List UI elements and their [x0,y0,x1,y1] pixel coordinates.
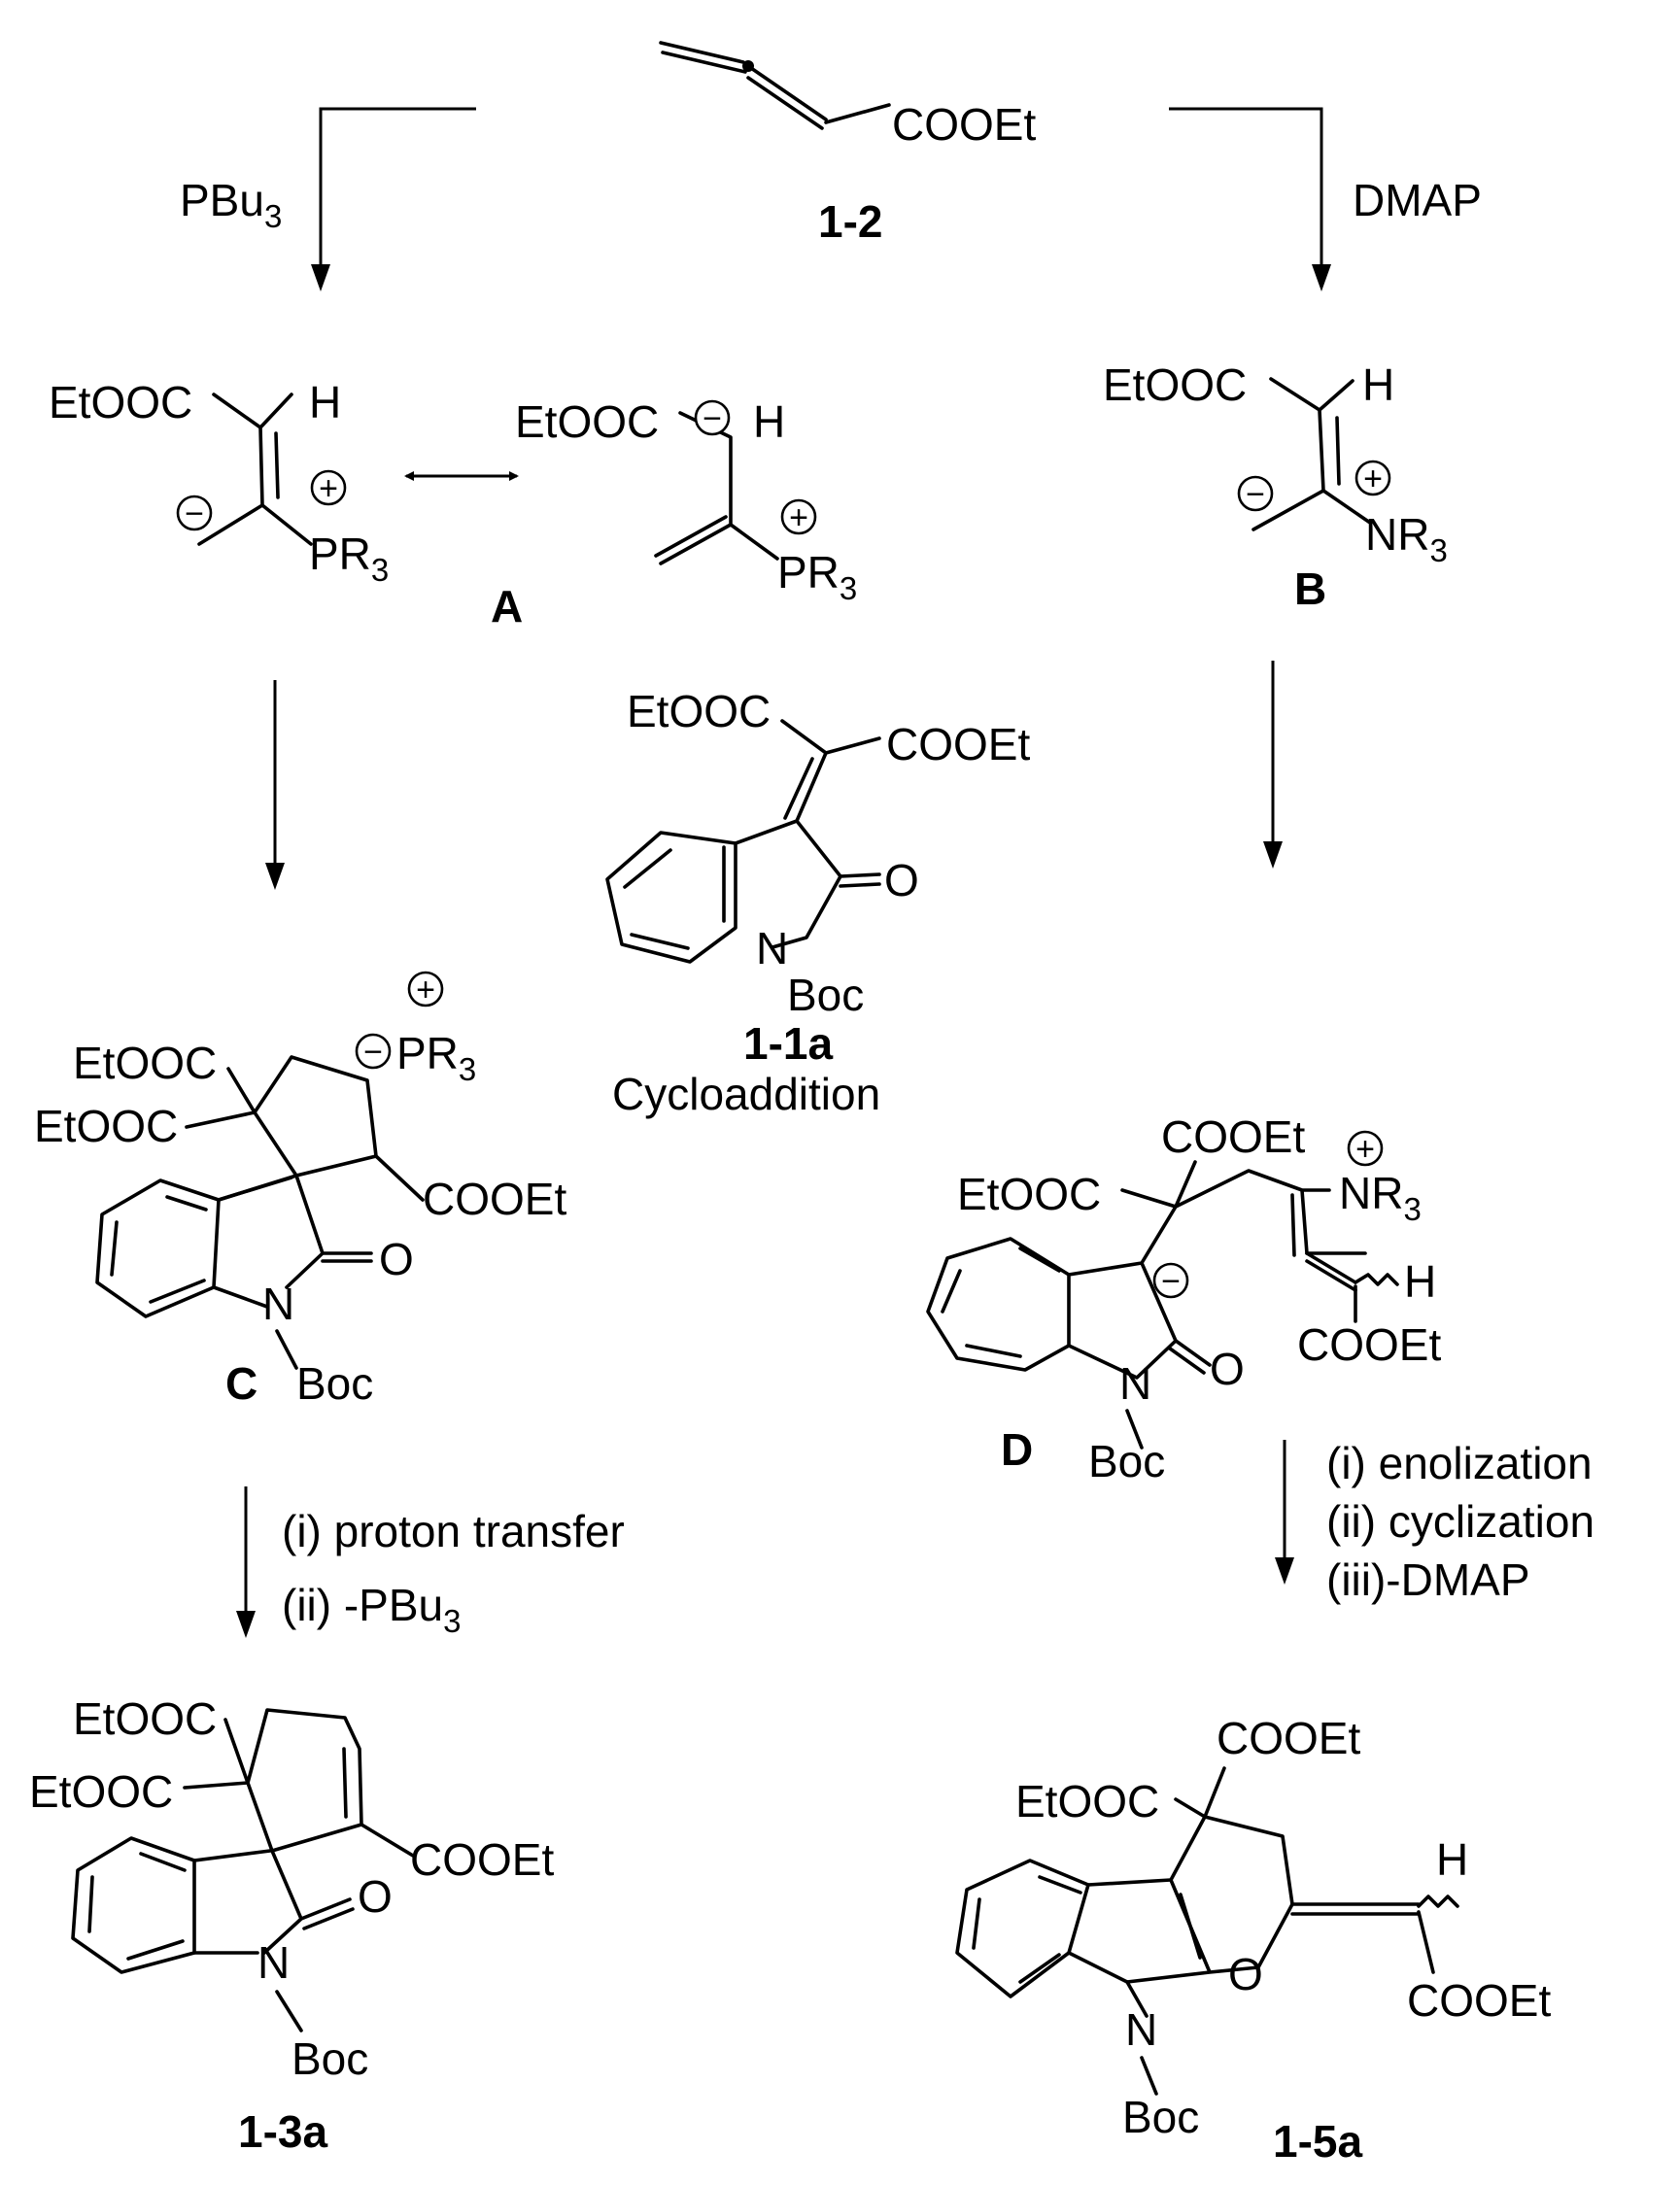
svg-text:O: O [358,1871,393,1922]
svg-text:COOEt: COOEt [410,1834,554,1885]
svg-text:Boc: Boc [787,970,864,1020]
product-1-3a-label: 1-3a [238,2106,327,2157]
svg-text:Boc: Boc [1122,2092,1199,2142]
right-reagent-arrow: DMAP [1169,107,1482,291]
svg-text:+: + [789,499,808,536]
svg-text:EtOOC: EtOOC [29,1766,173,1817]
svg-text:−: − [703,400,722,437]
svg-text:EtOOC: EtOOC [1103,359,1247,410]
svg-text:−: − [1161,1263,1181,1300]
svg-text:N: N [257,1937,290,1988]
svg-text:O: O [884,855,919,905]
product-1-5a: EtOOC COOEt H COOEt O N Boc 1-5a [955,1713,1551,2167]
nr3-group: NR3 [1339,1168,1422,1227]
svg-text:+: + [319,470,338,507]
cyclization-step: (ii) cyclization [1326,1496,1594,1547]
plus-charge-icon [310,469,347,506]
intermediate-D-label: D [1001,1424,1033,1475]
pr3-group: PR3 [309,529,389,588]
svg-text:COOEt: COOEt [1217,1713,1360,1763]
minus-charge-icon [176,495,213,531]
svg-text:COOEt: COOEt [1161,1111,1305,1162]
plus-charge-icon [407,971,444,1007]
pbu3-loss-step: (ii) -PBu3 [282,1580,461,1639]
svg-text:−: − [1246,476,1265,513]
minus-charge-icon [694,399,731,436]
svg-text:EtOOC: EtOOC [49,377,192,427]
intermediate-A: EtOOC H − + PR3 A EtOOC − H + PR3 [49,377,857,632]
svg-text:H: H [1404,1256,1436,1307]
dmap-loss-step: (iii)-DMAP [1326,1554,1530,1605]
intermediate-C-label: C [225,1358,257,1409]
intermediate-B: EtOOC H − + NR3 B [1103,359,1448,614]
plus-charge-icon [1347,1130,1384,1167]
plus-charge-icon [780,498,817,535]
svg-text:H: H [753,396,785,447]
nr3-group: NR3 [1365,509,1448,568]
svg-text:COOEt: COOEt [423,1174,566,1224]
arrow-B-to-D [1263,661,1283,869]
intermediate-D: + COOEt NR3 EtOOC H COOEt − O N Boc D [926,1111,1441,1486]
svg-text:H: H [1436,1834,1468,1885]
svg-text:O: O [379,1234,414,1284]
plus-charge-icon [1354,460,1391,496]
svg-text:Boc: Boc [296,1358,373,1409]
intermediate-C: + − PR3 EtOOC EtOOC COOEt O N Boc C [34,971,566,1409]
svg-text:H: H [309,377,341,427]
arrow-D-to-1-5a: (i) enolization (ii) cyclization (iii)-D… [1275,1438,1594,1605]
minus-charge-icon [1152,1262,1189,1299]
pbu3-reagent: PBu3 [180,175,282,234]
left-reagent-arrow: PBu3 [180,107,476,291]
svg-text:EtOOC: EtOOC [34,1101,178,1151]
allenoate-ester: COOEt [892,99,1036,150]
svg-text:Boc: Boc [1088,1436,1165,1486]
minus-charge-icon [1237,475,1274,512]
svg-text:EtOOC: EtOOC [73,1038,217,1088]
svg-text:N: N [1125,2004,1157,2055]
svg-text:+: + [1363,461,1383,497]
svg-text:COOEt: COOEt [886,719,1030,769]
svg-text:+: + [416,972,435,1008]
svg-text:O: O [1210,1344,1245,1394]
minus-charge-icon [355,1033,392,1070]
intermediate-B-label: B [1294,563,1326,614]
svg-text:−: − [185,495,204,532]
svg-text:EtOOC: EtOOC [73,1693,217,1744]
svg-text:−: − [363,1034,383,1071]
svg-text:N: N [262,1279,294,1329]
svg-text:Boc: Boc [291,2033,368,2084]
intermediate-A-label: A [491,581,523,632]
svg-text:COOEt: COOEt [1407,1975,1551,2026]
proton-transfer-step: (i) proton transfer [282,1506,625,1556]
cycloaddition-text: Cycloaddition [612,1069,880,1119]
isatylidene-label: 1-1a [743,1018,833,1069]
product-1-5a-label: 1-5a [1273,2116,1362,2167]
svg-text:N: N [1119,1358,1151,1409]
isatylidene-1-1a: EtOOC COOEt O N Boc 1-1a Cycloaddition [605,686,1030,1119]
svg-text:EtOOC: EtOOC [1015,1776,1159,1827]
svg-text:H: H [1362,359,1394,410]
svg-text:+: + [1355,1131,1375,1168]
allene-center-dot [742,60,754,72]
enolization-step: (i) enolization [1326,1438,1593,1488]
svg-text:EtOOC: EtOOC [627,686,771,736]
pr3-group: PR3 [396,1028,476,1087]
product-1-3a: EtOOC EtOOC COOEt O N Boc 1-3a [29,1693,554,2157]
svg-text:PR3: PR3 [777,547,857,606]
arrow-C-to-1-3a: (i) proton transfer (ii) -PBu3 [236,1486,625,1639]
svg-text:EtOOC: EtOOC [957,1169,1101,1219]
svg-text:N: N [756,923,788,973]
allenoate-label: 1-2 [818,196,882,247]
svg-text:EtOOC: EtOOC [515,396,659,447]
svg-text:O: O [1228,1949,1263,1999]
svg-text:COOEt: COOEt [1297,1319,1441,1370]
allenoate-1-2: COOEt 1-2 [659,41,1036,247]
dmap-reagent: DMAP [1353,175,1482,225]
arrow-A-to-C [265,680,285,890]
